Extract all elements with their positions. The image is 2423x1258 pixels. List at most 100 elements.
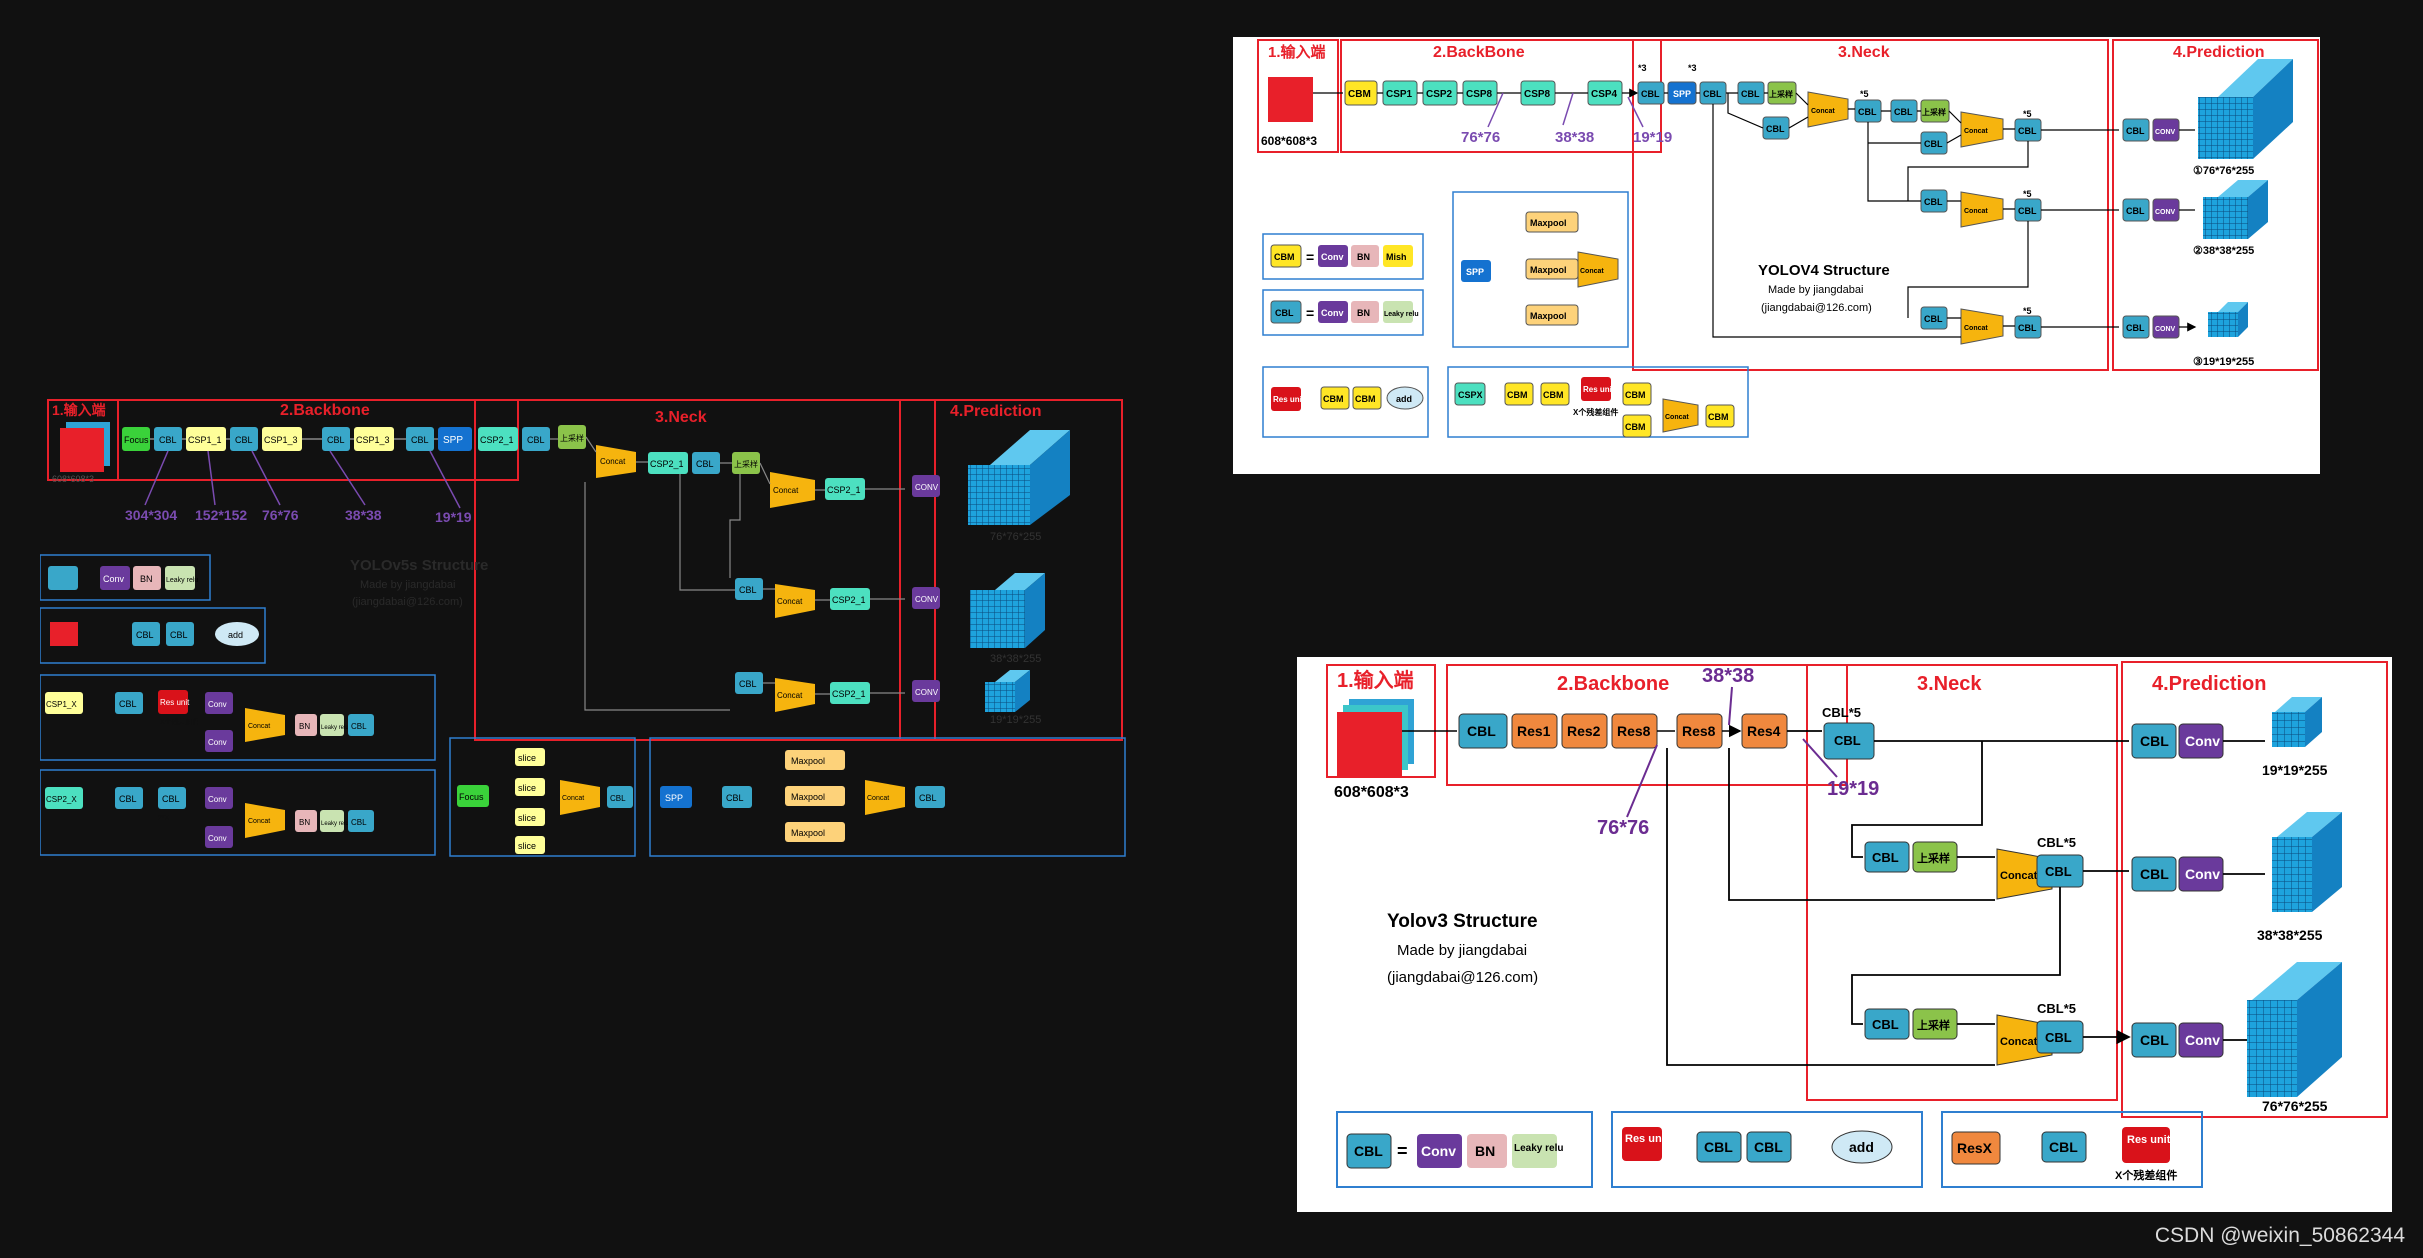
legend-mish: Mish [1386, 252, 1407, 262]
v5-concat: Concat [600, 457, 626, 466]
v4-email: (jiangdabai@126.com) [1761, 302, 1872, 314]
v3-res: Res8 [1682, 723, 1716, 739]
yolov4-diagram: 1.输入端 2.BackBone 3.Neck 4.Prediction 608… [1233, 37, 2320, 474]
v5-concat: Concat [777, 691, 803, 700]
v4-spp: SPP [1673, 89, 1691, 99]
legend-cbl: CBL [1275, 308, 1294, 318]
v3-output-cube [2272, 837, 2312, 912]
v3-cbl: CBL [1467, 723, 1496, 739]
legend-cbl: CBL [119, 699, 137, 709]
legend-conv: Conv [1321, 252, 1344, 262]
v5-size-label: 152*152 [195, 507, 247, 523]
watermark: CSDN @weixin_50862344 [2154, 1224, 2405, 1247]
v5-upsample: 上采样 [734, 459, 758, 469]
legend-cbm: CBM [1355, 394, 1376, 404]
v5-csp2-1: CSP2_1 [650, 459, 684, 469]
v4-x3: *3 [1688, 63, 1697, 73]
legend-slice: slice [518, 753, 536, 763]
v4-cbl: CBL [1641, 89, 1660, 99]
legend-bn: BN [1475, 1143, 1495, 1159]
v4-head-cbl: CBL [2126, 126, 2145, 136]
legend-maxpool: Maxpool [1530, 265, 1567, 275]
legend-cbm: CBM [1507, 390, 1528, 400]
v5-input-image [60, 428, 104, 472]
v4-title: YOLOV4 Structure [1758, 262, 1890, 279]
v5-csp1-3: CSP1_3 [356, 435, 390, 445]
v4-cbl: CBL [1894, 107, 1913, 117]
v4-csp: CSP1 [1386, 89, 1413, 100]
legend-leaky-relu: Leaky relu [321, 725, 349, 731]
legend-maxpool: Maxpool [791, 828, 825, 838]
v5-section-prediction-frame [899, 399, 1123, 741]
v4-credit: Made by jiangdabai [1768, 284, 1863, 296]
v4-concat: Concat [1964, 208, 1988, 215]
v3-email: (jiangdabai@126.com) [1387, 969, 1538, 986]
legend-concat: Concat [248, 818, 270, 825]
v3-head-conv: Conv [2185, 1032, 2220, 1048]
legend-concat: Concat [1665, 414, 1689, 421]
v4-size-label: 76*76 [1461, 129, 1500, 146]
legend-bn: BN [299, 818, 310, 827]
v3-res: Res8 [1617, 723, 1651, 739]
v4-csp: CSP8 [1524, 89, 1551, 100]
legend-concat: Concat [562, 795, 584, 802]
legend-res-unit: Res unit [1583, 385, 1615, 394]
v5-section-label: 2.Backbone [280, 402, 370, 419]
v5-conv: CONV [915, 688, 939, 697]
legend-cbm: CBM [1625, 390, 1646, 400]
legend-cbl: CBL [1354, 1143, 1383, 1159]
legend-res-unit: Res unit [2127, 1134, 2171, 1146]
legend-leaky-relu: Leaky relu [1514, 1143, 1563, 1154]
legend-add: add [1396, 394, 1412, 404]
v5-csp2-1: CSP2_1 [480, 435, 514, 445]
legend-conv: Conv [103, 574, 125, 584]
legend-cbl: CBL [162, 794, 180, 804]
v3-upsample: 上采样 [1917, 1018, 1950, 1032]
v5-size-label: 76*76 [262, 507, 299, 523]
v3-head-cbl: CBL [2140, 1032, 2169, 1048]
v4-output-cube [2203, 197, 2248, 239]
legend-note: X个残差组件 [2115, 1168, 2177, 1182]
v5-section-label: 3.Neck [655, 409, 707, 426]
v4-cbm: CBM [1348, 89, 1371, 100]
legend-cbl: CBL [119, 794, 137, 804]
v5-cbl: CBL [235, 435, 253, 445]
legend-cbl: CBL [1704, 1139, 1733, 1155]
v5-cbl: CBL [527, 435, 545, 445]
legend-note: 2*X [158, 815, 170, 822]
v3-cbl: CBL [2045, 864, 2072, 879]
v3-res: Res4 [1747, 723, 1781, 739]
legend-cbm: CBM [1625, 422, 1646, 432]
v4-x3: *3 [1638, 63, 1647, 73]
legend-add: add [228, 630, 243, 640]
legend-conv: Conv [208, 795, 227, 804]
legend-concat: Concat [248, 723, 270, 730]
v5-size-label: 38*38 [345, 507, 382, 523]
v5-conv: CONV [915, 483, 939, 492]
v5-cbl: CBL [696, 459, 714, 469]
v4-cbl: CBL [1766, 124, 1785, 134]
v4-section-label: 2.BackBone [1433, 44, 1525, 61]
legend-cbl: CBL [136, 630, 154, 640]
v5-output-label: 38*38*255 [990, 653, 1041, 665]
v3-output-cube [2272, 712, 2305, 747]
v3-size-label: 76*76 [1597, 817, 1649, 839]
v4-head-conv: CONV [2155, 326, 2176, 333]
v3-size-label: 19*19 [1827, 778, 1879, 800]
v4-output-cube [2208, 312, 2238, 337]
legend-cbm: CBM [1708, 412, 1729, 422]
v3-section-label: 1.输入端 [1337, 668, 1414, 692]
v3-output-cube [2247, 1000, 2297, 1097]
v4-section-label: 3.Neck [1838, 44, 1890, 61]
v3-cbl5: CBL*5 [2037, 835, 2076, 850]
legend-cbl: CBL [351, 722, 367, 731]
v3-head-cbl: CBL [2140, 733, 2169, 749]
v5-size-label: 304*304 [125, 507, 177, 523]
v5-upsample: 上采样 [560, 433, 584, 443]
v5-section-label: 4.Prediction [950, 403, 1042, 420]
legend-slice: slice [518, 841, 536, 851]
v5-size-label: 19*19 [435, 509, 472, 525]
v4-head-cbl: CBL [2126, 323, 2145, 333]
v3-concat: Concat [2000, 1036, 2038, 1048]
legend-leaky-relu: Leaky relu [1384, 311, 1419, 318]
